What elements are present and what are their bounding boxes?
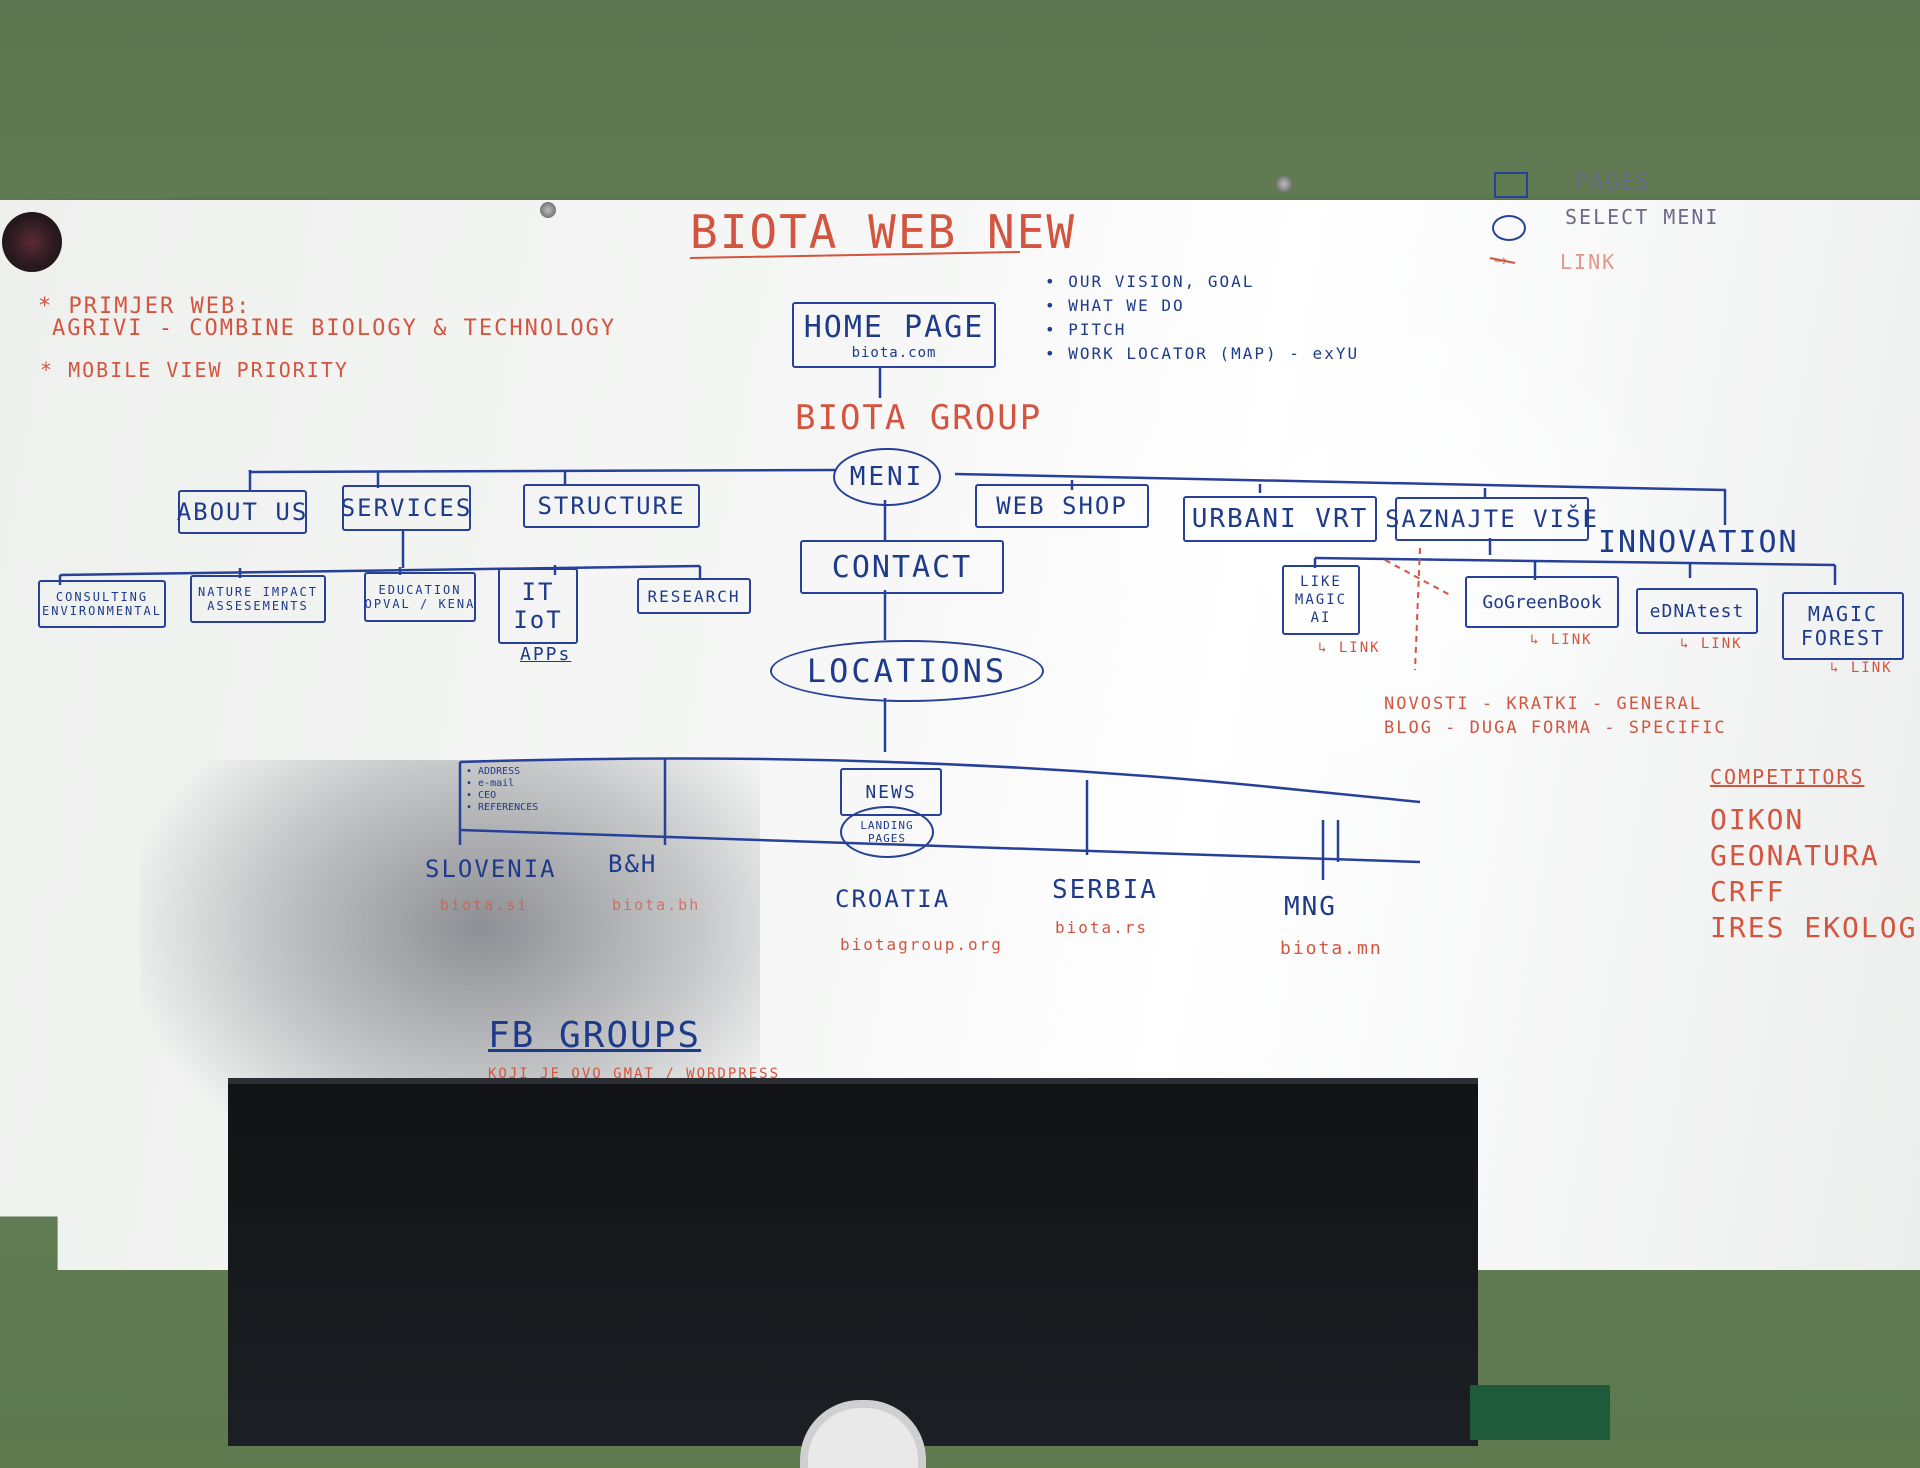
saznajte-note: NOVOSTI - KRATKI - GENERAL [1384, 694, 1703, 714]
home-note: • WORK LOCATOR (MAP) - exYU [1045, 344, 1360, 363]
link-like-magic: ↳ LINK [1318, 640, 1381, 656]
magic-forest-box: MAGIC FOREST [1782, 592, 1904, 660]
location-detail: • ADDRESS [466, 766, 521, 777]
services-box: SERVICES [341, 485, 471, 531]
contact-box: CONTACT [800, 540, 1004, 594]
link-arrow-icon: ↳ [1680, 636, 1701, 652]
country-croatia: CROATIA [835, 885, 951, 913]
legend-link: LINK [1560, 250, 1617, 274]
education-box: EDUCATION OPVAL / KENA [364, 572, 476, 622]
home-note: • OUR VISION, GOAL [1045, 272, 1255, 291]
screw-icon [540, 202, 556, 218]
research-box: RESEARCH [637, 578, 751, 614]
saznajte-vise-box: SAZNAJTE VIŠE [1385, 497, 1597, 541]
like-magic-line: MAGIC [1294, 592, 1348, 608]
structure-box: STRUCTURE [523, 484, 700, 528]
consulting-label: CONSULTING [55, 590, 149, 604]
nature-impact-box: NATURE IMPACT ASSESEMENTS [190, 575, 326, 623]
url-croatia: biotagroup.org [840, 935, 1003, 954]
iot-label: IoT [513, 606, 563, 634]
education-label: EDUCATION [378, 583, 462, 597]
location-detail: • CEO [466, 790, 497, 801]
consulting-sub: ENVIRONMENTAL [42, 604, 162, 618]
like-magic-line: AI [1310, 610, 1332, 626]
url-bh: biota.bh [612, 896, 701, 914]
magic-forest-line: FOREST [1800, 626, 1886, 650]
education-sub: OPVAL / KENA [364, 597, 476, 611]
ednatest-box: eDNAtest [1636, 588, 1758, 634]
link-arrow-icon: ↳ [1318, 640, 1339, 656]
link-label: LINK [1338, 640, 1381, 656]
country-slovenia: SLOVENIA [425, 855, 557, 883]
link-label: LINK [1550, 632, 1593, 648]
home-page-url: biota.com [851, 344, 937, 361]
page-square-icon [1494, 172, 1528, 198]
note-agrivi: AGRIVI - COMBINE BIOLOGY & TECHNOLOGY [52, 316, 617, 341]
apps-label: APPs [520, 644, 572, 665]
home-page-box: HOME PAGE biota.com [792, 302, 996, 368]
link-ednatest: ↳ LINK [1680, 636, 1743, 652]
country-bh: B&H [608, 850, 658, 878]
home-notes: • OUR VISION, GOAL • WHAT WE DO • PITCH … [1045, 270, 1359, 366]
url-slovenia: biota.si [440, 896, 529, 914]
competitors-list: OIKON GEONATURA CRFF IRES EKOLOGIJA [1710, 802, 1920, 946]
url-mng: biota.mn [1280, 938, 1383, 959]
gogreenbook-box: GoGreenBook [1465, 576, 1619, 628]
competitor-item: IRES EKOLOGIJA [1710, 911, 1920, 944]
menu-oval: MENI [833, 448, 941, 506]
screw-icon [1276, 176, 1292, 192]
link-label: LINK [1700, 636, 1743, 652]
fb-groups-heading: FB GROUPS [488, 1015, 702, 1056]
landing-label: LANDING [860, 819, 914, 832]
web-shop-box: WEB SHOP [975, 484, 1149, 528]
competitor-item: GEONATURA [1710, 839, 1880, 872]
home-page-label: HOME PAGE [803, 309, 985, 345]
like-magic-box: LIKE MAGIC AI [1282, 565, 1360, 635]
link-arrow-icon: ↳ [1830, 660, 1851, 676]
competitor-item: CRFF [1710, 875, 1786, 908]
country-mng: MNG [1284, 892, 1337, 922]
it-label: IT [521, 578, 555, 606]
home-note: • PITCH [1045, 320, 1127, 339]
link-arrow-icon: ↳ [1530, 632, 1551, 648]
desk-mat [1470, 1385, 1610, 1440]
competitors-heading: COMPETITORS [1710, 765, 1865, 789]
pages-label: PAGES [867, 832, 907, 845]
country-serbia: SERBIA [1052, 875, 1158, 905]
it-iot-box: IT IoT [498, 568, 578, 644]
note-primer-web: * PRIMJER WEB: [38, 294, 252, 319]
consulting-box: CONSULTING ENVIRONMENTAL [38, 580, 166, 628]
menu-circle-icon [1492, 215, 1526, 241]
location-details: • ADDRESS • e-mail • CEO • REFERENCES [466, 766, 538, 814]
saznajte-notes: NOVOSTI - KRATKI - GENERAL BLOG - DUGA F… [1384, 692, 1727, 740]
arrow-right-icon: → [1494, 248, 1510, 273]
about-us-box: ABOUT US [177, 490, 307, 534]
urbani-vrt-box: URBANI VRT [1183, 496, 1377, 542]
like-magic-line: LIKE [1300, 574, 1342, 590]
link-gogreen: ↳ LINK [1530, 632, 1593, 648]
landing-pages-oval: LANDING PAGES [840, 806, 934, 858]
locations-oval: LOCATIONS [770, 640, 1044, 702]
nature-impact-label: NATURE IMPACT [198, 585, 318, 599]
link-label: LINK [1850, 660, 1893, 676]
biota-group-label: BIOTA GROUP [795, 398, 1043, 438]
home-note: • WHAT WE DO [1045, 296, 1185, 315]
nature-impact-sub: ASSESEMENTS [207, 599, 309, 613]
magic-forest-line: MAGIC [1807, 602, 1879, 626]
board-title: BIOTA WEB NEW [690, 205, 1077, 259]
saznajte-note: BLOG - DUGA FORMA - SPECIFIC [1384, 718, 1727, 738]
innovation-label: INNOVATION [1598, 525, 1799, 560]
legend-pages: PAGES [1575, 170, 1652, 195]
magnet-icon [2, 212, 62, 272]
location-detail: • e-mail [466, 778, 515, 789]
url-serbia: biota.rs [1055, 918, 1149, 937]
location-detail: • REFERENCES [466, 802, 539, 813]
competitor-item: OIKON [1710, 803, 1805, 836]
note-mobile: * MOBILE VIEW PRIORITY [40, 358, 349, 382]
monitor-back [228, 1078, 1478, 1446]
legend-select-menu: SELECT MENI [1565, 205, 1720, 229]
link-magic-forest: ↳ LINK [1830, 660, 1893, 676]
